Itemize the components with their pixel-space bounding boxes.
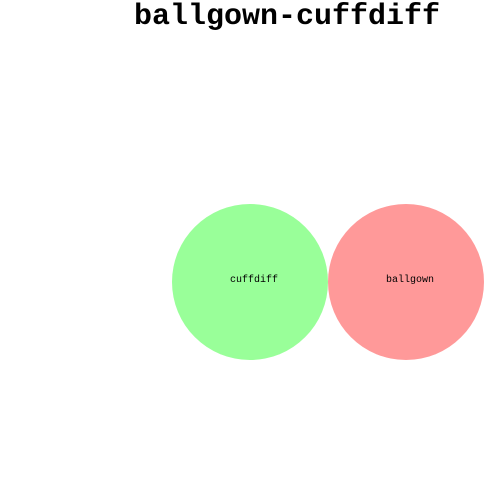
diagram-title: ballgown-cuffdiff <box>134 0 440 34</box>
set-label-cuffdiff: cuffdiff <box>230 274 278 286</box>
set-label-ballgown: ballgown <box>386 274 434 286</box>
set-circle-ballgown <box>328 204 484 360</box>
set-circle-cuffdiff <box>172 204 328 360</box>
